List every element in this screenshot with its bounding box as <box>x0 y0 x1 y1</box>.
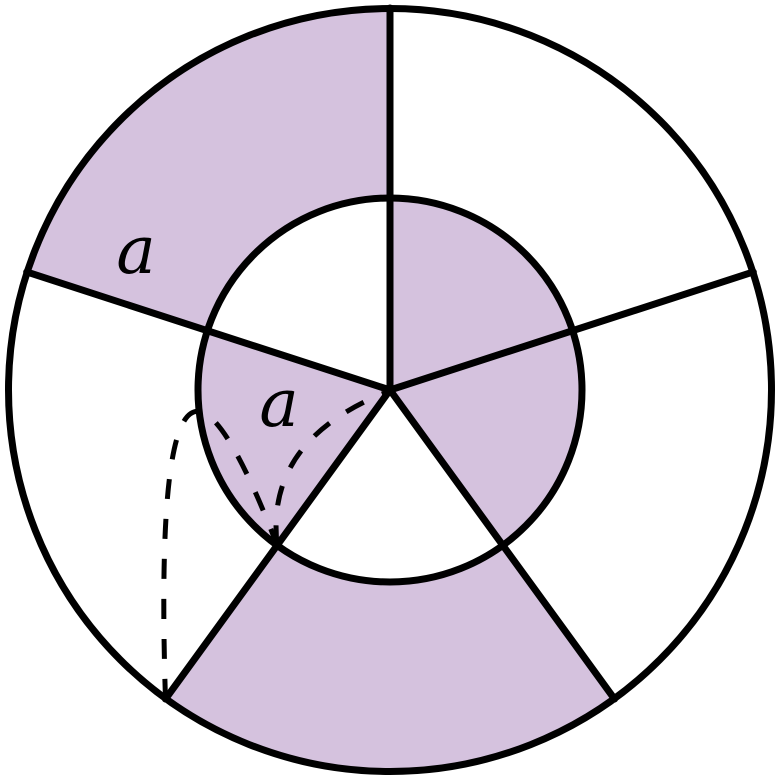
sector-boundary-5 <box>23 268 394 394</box>
sector-boundary-3 <box>386 386 619 703</box>
dashed-measure-arcs <box>161 389 388 700</box>
outer-arc-label: a <box>116 212 155 289</box>
inner-sector-2 <box>390 330 582 546</box>
diagram-lines <box>5 4 775 775</box>
outer-dashed-arc <box>161 408 280 700</box>
inner-dashed-arc <box>273 389 388 546</box>
sector-boundary-2 <box>386 268 757 394</box>
inner-sector-4 <box>198 330 390 546</box>
inner-arc-label: a <box>259 365 298 442</box>
outer-sector-5 <box>24 6 390 331</box>
outer-sector-3 <box>164 545 616 774</box>
